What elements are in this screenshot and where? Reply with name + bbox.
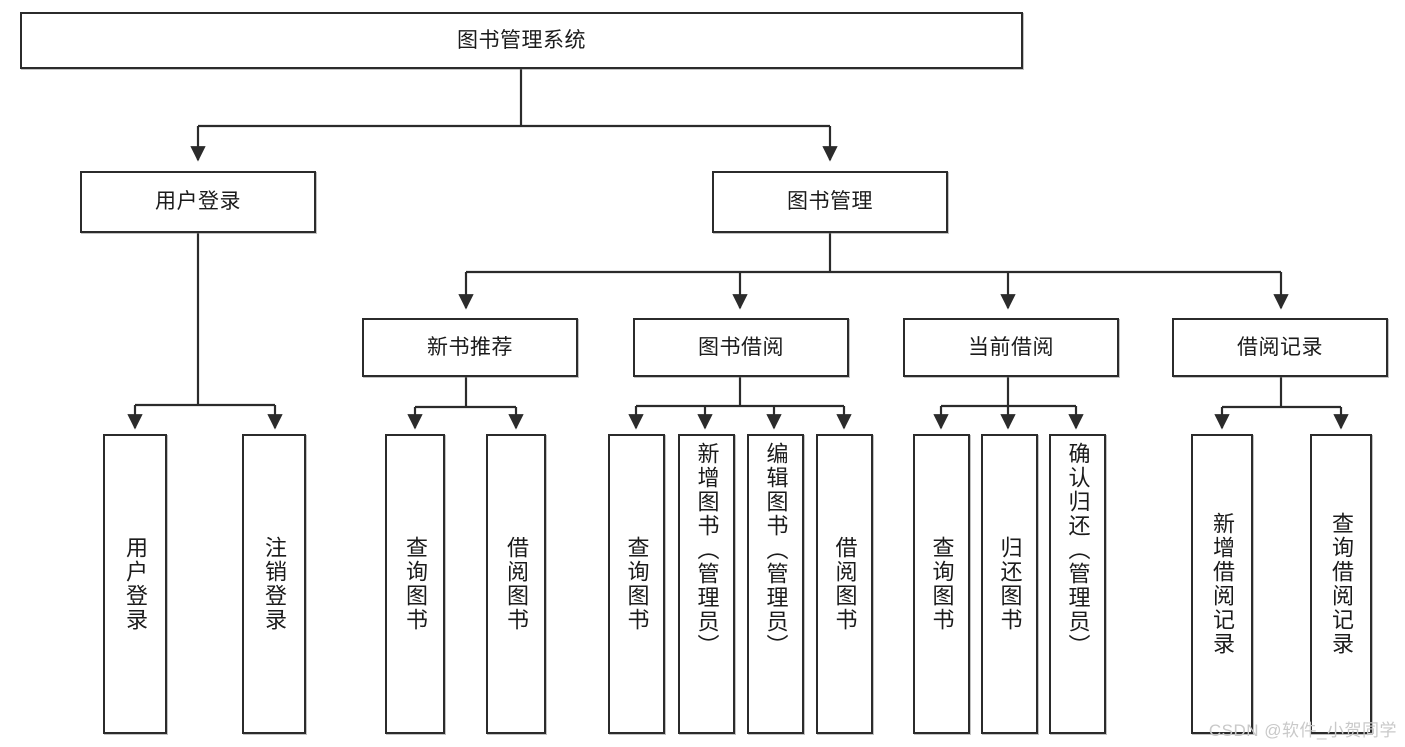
leaf-new-book-borrow[interactable]: 借阅图书 [486,434,546,734]
node-book-borrow[interactable]: 图书借阅 [633,318,849,377]
leaf-borrow-record-query[interactable]: 查询借阅记录 [1310,434,1372,734]
node-label: 新书推荐 [427,335,513,359]
node-label: 用户登录 [123,536,148,632]
leaf-book-borrow-lend[interactable]: 借阅图书 [816,434,873,734]
node-label: 新增图书（管理员） [694,442,720,658]
leaf-user-login-signout[interactable]: 注销登录 [242,434,306,734]
node-label: 图书管理 [787,190,873,214]
node-label: 查询图书 [403,536,428,632]
leaf-book-borrow-edit[interactable]: 编辑图书（管理员） [747,434,804,734]
node-user-login[interactable]: 用户登录 [80,171,316,233]
node-label: 借阅图书 [504,536,529,632]
node-label: 图书借阅 [698,335,784,359]
node-label: 图书管理系统 [457,28,586,52]
leaf-new-book-query[interactable]: 查询图书 [385,434,445,734]
node-borrow-record[interactable]: 借阅记录 [1172,318,1388,377]
leaf-borrow-record-add[interactable]: 新增借阅记录 [1191,434,1253,734]
node-current-borrow[interactable]: 当前借阅 [903,318,1119,377]
node-label: 编辑图书（管理员） [763,442,789,658]
node-label: 查询图书 [624,536,650,632]
leaf-current-borrow-query[interactable]: 查询图书 [913,434,970,734]
node-label: 借阅记录 [1237,335,1323,359]
node-label: 用户登录 [155,190,241,214]
node-label: 查询借阅记录 [1329,512,1354,656]
node-root-book-management-system[interactable]: 图书管理系统 [20,12,1023,69]
node-label: 新增借阅记录 [1210,512,1235,656]
node-new-book-recommend[interactable]: 新书推荐 [362,318,578,377]
leaf-book-borrow-add[interactable]: 新增图书（管理员） [678,434,735,734]
node-label: 查询图书 [929,536,955,632]
leaf-book-borrow-query[interactable]: 查询图书 [608,434,665,734]
node-label: 归还图书 [997,536,1023,632]
node-label: 当前借阅 [968,335,1054,359]
leaf-user-login-signin[interactable]: 用户登录 [103,434,167,734]
csdn-watermark: CSDN @软件_小贺同学 [1208,721,1397,740]
leaf-current-borrow-return[interactable]: 归还图书 [981,434,1038,734]
leaf-current-borrow-confirm-return[interactable]: 确认归还（管理员） [1049,434,1106,734]
node-label: 注销登录 [262,536,287,632]
node-label: 借阅图书 [832,536,858,632]
node-label: 确认归还（管理员） [1065,442,1091,658]
node-book-management[interactable]: 图书管理 [712,171,948,233]
